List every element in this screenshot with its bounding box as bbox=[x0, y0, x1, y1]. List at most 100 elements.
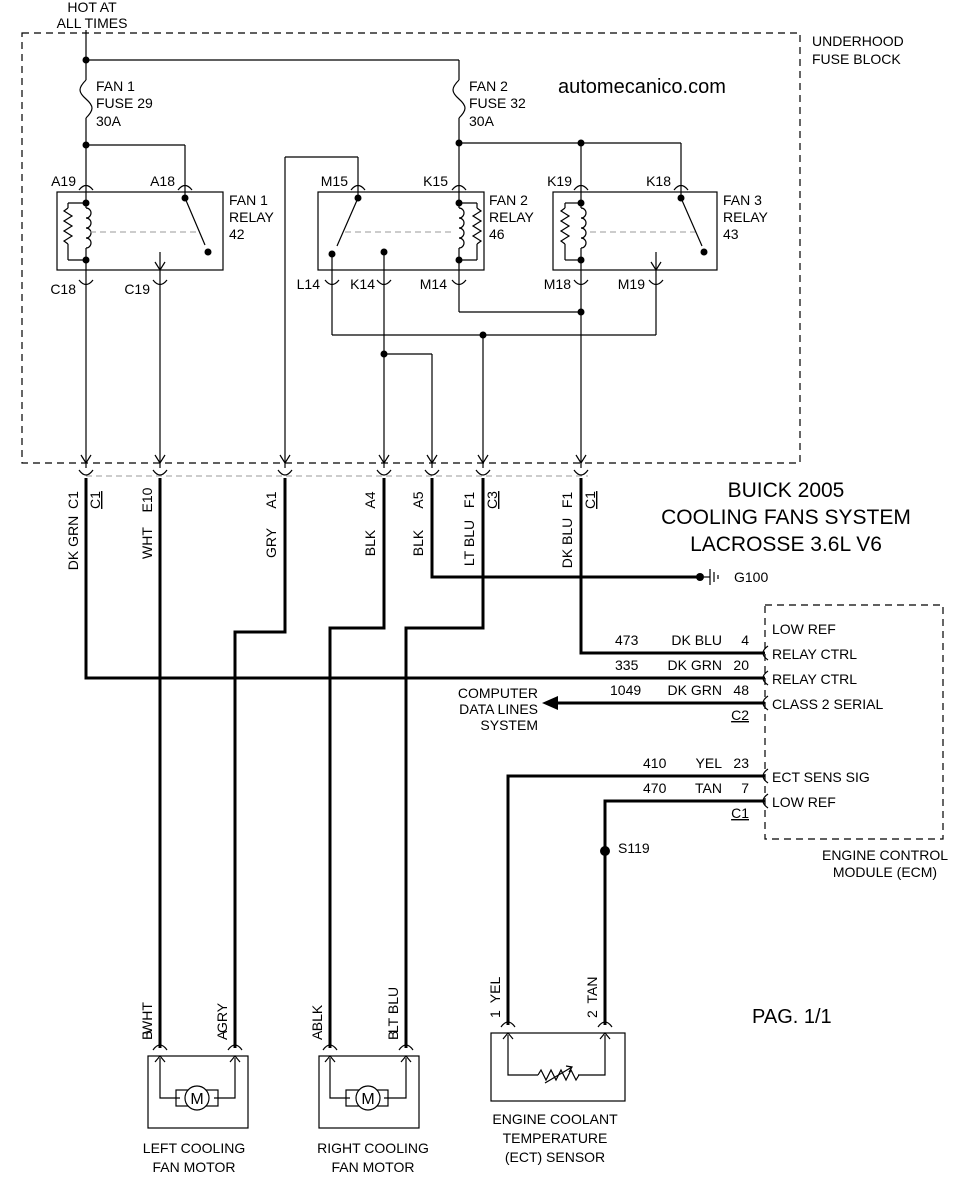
motor-wire-label: WHT bbox=[139, 1002, 155, 1034]
relay-pin-m18: M18 bbox=[544, 276, 571, 292]
data-lines-line-1: COMPUTER bbox=[458, 685, 538, 701]
sensor-wire-label: TAN bbox=[584, 977, 600, 1004]
relay-pin-m15: M15 bbox=[321, 173, 348, 189]
ecm-pin-number: 20 bbox=[733, 657, 749, 673]
ecm-name-line-2: MODULE (ECM) bbox=[833, 864, 937, 880]
ecm-outline bbox=[764, 604, 944, 840]
relay-pin-k14: K14 bbox=[350, 276, 375, 292]
ecm-function-label: RELAY CTRL bbox=[772, 671, 857, 687]
pin-label: A4 bbox=[362, 491, 378, 508]
fuse-name: FAN 1 bbox=[96, 78, 135, 94]
title-line-3: LACROSSE 3.6L V6 bbox=[690, 533, 882, 556]
ecm-function-label: LOW REF bbox=[772, 621, 836, 637]
fan-1-relay: FAN 1 RELAY 42 A19 A18 C18 C19 bbox=[50, 173, 274, 297]
relay-name: FAN 1 bbox=[229, 192, 268, 208]
ecm-wire-color: DK BLU bbox=[671, 632, 722, 648]
sensor-name-line-1: ENGINE COOLANT bbox=[492, 1111, 618, 1127]
wire-color-label: DK BLU bbox=[559, 518, 575, 569]
relay-type: RELAY bbox=[723, 209, 769, 225]
sensor-name-line-3: (ECT) SENSOR bbox=[505, 1149, 605, 1165]
wire-lt-blu bbox=[404, 478, 485, 1048]
ecm-circuit-number: 473 bbox=[615, 632, 639, 648]
fuse-rating: 30A bbox=[469, 113, 495, 129]
power-label-line-1: HOT AT bbox=[67, 0, 117, 15]
fuse-number: FUSE 32 bbox=[469, 95, 526, 111]
fuse-block-connector-labels: C1 C1 E10 A1 A4 A5 F1 C3 F1 C1 DK GRN WH… bbox=[65, 487, 598, 570]
right-cooling-fan-motor: M A BLK B LT BLU RIGHT COOLING FAN MOTOR bbox=[309, 987, 429, 1175]
fuse-block-internal-wiring bbox=[80, 156, 657, 468]
ecm-circuit-number: 1049 bbox=[610, 682, 641, 698]
left-cooling-fan-motor: M B WHT A GRY LEFT COOLING FAN MOTOR bbox=[139, 1002, 249, 1175]
fuse-name: FAN 2 bbox=[469, 78, 508, 94]
motor-icon bbox=[355, 1085, 381, 1111]
sensor-pin-label: 2 bbox=[584, 1010, 600, 1018]
connector-label: C1 bbox=[87, 491, 103, 509]
ecm-wire-color: DK GRN bbox=[668, 657, 722, 673]
connector-label: C3 bbox=[484, 491, 500, 509]
wire-blk-a4 bbox=[328, 478, 386, 1048]
splice-label: S119 bbox=[618, 840, 650, 856]
fuse-number: FUSE 29 bbox=[96, 95, 153, 111]
engine-control-module: ENGINE CONTROL MODULE (ECM) LOW REF RELA… bbox=[610, 604, 948, 880]
data-lines-label: COMPUTER DATA LINES SYSTEM bbox=[458, 685, 538, 733]
sensor-name-line-2: TEMPERATURE bbox=[503, 1130, 608, 1146]
relay-pin-c18: C18 bbox=[50, 281, 76, 297]
ecm-wire-color: TAN bbox=[695, 780, 722, 796]
motor-symbol: M bbox=[361, 1091, 374, 1108]
wire-dk-grn-335 bbox=[84, 478, 765, 680]
ecm-pin-number: 48 bbox=[733, 682, 749, 698]
ect-sensor: 1 YEL 2 TAN ENGINE COOLANT TEMPERATURE (… bbox=[487, 977, 626, 1165]
wire-tan-470 bbox=[603, 799, 765, 1025]
motor-name-line-2: FAN MOTOR bbox=[332, 1159, 415, 1175]
relay-pin-m14: M14 bbox=[420, 276, 447, 292]
ground-label: G100 bbox=[734, 569, 768, 585]
motor-pin-label: B bbox=[139, 1031, 155, 1040]
wire-dk-blu-473 bbox=[579, 478, 765, 655]
ecm-pin-number: 23 bbox=[733, 755, 749, 771]
underhood-fuse-block-outline bbox=[21, 32, 801, 464]
watermark: automecanico.com bbox=[558, 76, 726, 98]
data-lines-arrow-icon bbox=[542, 696, 558, 710]
pin-label: A5 bbox=[410, 491, 426, 508]
relay-pin-a19: A19 bbox=[51, 173, 76, 189]
pin-label: F1 bbox=[461, 492, 477, 509]
harness-wires bbox=[84, 478, 765, 1048]
motor-name-line-1: RIGHT COOLING bbox=[317, 1140, 429, 1156]
ecm-wire-color: YEL bbox=[696, 755, 723, 771]
wire-color-label: LT BLU bbox=[461, 520, 477, 566]
sensor-wire-label: YEL bbox=[487, 977, 503, 1004]
relay-number: 46 bbox=[489, 226, 505, 242]
ecm-pin-number: 4 bbox=[741, 632, 749, 648]
splice-s119: S119 bbox=[600, 840, 650, 856]
ecm-function-label: LOW REF bbox=[772, 794, 836, 810]
fuse-block-connector-symbols bbox=[78, 469, 589, 476]
motor-pin-label: A bbox=[214, 1030, 230, 1040]
connector-label: C1 bbox=[582, 491, 598, 509]
ecm-circuit-number: 410 bbox=[643, 755, 667, 771]
ecm-circuit-number: 335 bbox=[615, 657, 639, 673]
motor-wire-label: GRY bbox=[214, 1002, 230, 1033]
wire-color-label: DK GRN bbox=[65, 516, 81, 570]
wire-yel-410 bbox=[506, 774, 765, 1025]
fuse-symbol-icon bbox=[452, 79, 466, 119]
ecm-connector-c1: C1 bbox=[731, 805, 749, 821]
wire-gry bbox=[233, 478, 287, 1048]
wire-color-label: WHT bbox=[139, 527, 155, 559]
relay-number: 42 bbox=[229, 226, 245, 242]
fan-1-fuse: FAN 1 FUSE 29 30A bbox=[79, 78, 153, 129]
fuse-block-label-line-2: FUSE BLOCK bbox=[812, 51, 901, 67]
ecm-pin-number: 7 bbox=[741, 780, 749, 796]
motor-name-line-1: LEFT COOLING bbox=[143, 1140, 245, 1156]
ecm-name-line-1: ENGINE CONTROL bbox=[822, 847, 948, 863]
relay-type: RELAY bbox=[229, 209, 275, 225]
ecm-circuit-number: 470 bbox=[643, 780, 667, 796]
title-line-2: COOLING FANS SYSTEM bbox=[661, 506, 911, 529]
pin-label: A1 bbox=[263, 491, 279, 508]
data-lines-line-3: SYSTEM bbox=[480, 717, 538, 733]
relay-pin-a18: A18 bbox=[150, 173, 175, 189]
power-label-line-2: ALL TIMES bbox=[57, 15, 128, 31]
data-lines-line-2: DATA LINES bbox=[459, 701, 538, 717]
ecm-function-label: RELAY CTRL bbox=[772, 646, 857, 662]
ecm-connector-c2: C2 bbox=[731, 707, 749, 723]
